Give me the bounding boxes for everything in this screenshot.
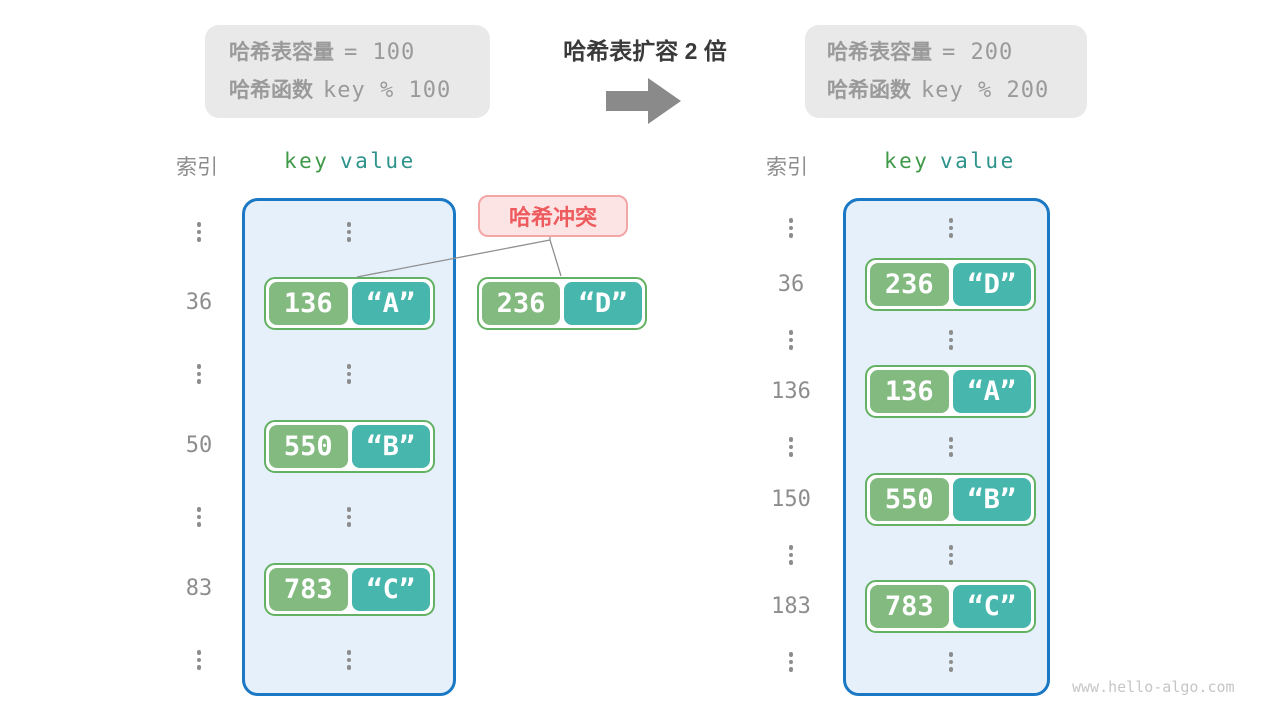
hash-label: 哈希函数: [229, 79, 313, 102]
hash-line: 哈希函数 key % 100: [229, 72, 490, 110]
value-box: “A”: [952, 370, 1031, 413]
ellipsis: [788, 437, 794, 457]
capacity-label: 哈希表容量: [827, 41, 932, 64]
ellipsis: [948, 218, 954, 238]
key-box: 236: [870, 263, 949, 306]
ellipsis: [948, 437, 954, 457]
capacity-line: 哈希表容量 = 100: [229, 34, 490, 72]
key-box: 550: [269, 425, 348, 468]
kv-pair: 783 “C”: [264, 563, 435, 616]
kv-pair: 550 “B”: [865, 473, 1036, 526]
value-box: “A”: [351, 282, 430, 325]
value-box: “C”: [351, 568, 430, 611]
config-box-after: 哈希表容量 = 200 哈希函数 key % 200: [805, 25, 1087, 118]
key-box: 783: [269, 568, 348, 611]
ellipsis: [346, 507, 352, 527]
index-label: 136: [771, 379, 811, 404]
index-label: 183: [771, 594, 811, 619]
kv-pair: 550 “B”: [264, 420, 435, 473]
kv-pair: 783 “C”: [865, 580, 1036, 633]
key-box: 136: [269, 282, 348, 325]
key-box: 236: [482, 282, 560, 325]
capacity-line: 哈希表容量 = 200: [827, 34, 1087, 72]
ellipsis: [948, 330, 954, 350]
key-box: 136: [870, 370, 949, 413]
config-box-before: 哈希表容量 = 100 哈希函数 key % 100: [205, 25, 490, 118]
right-arrow-icon: [606, 78, 681, 124]
watermark: www.hello-algo.com: [1072, 678, 1235, 696]
ellipsis: [948, 545, 954, 565]
value-box: “B”: [351, 425, 430, 468]
index-header-after: 索引: [766, 156, 808, 179]
ellipsis: [948, 652, 954, 672]
key-box: 783: [870, 585, 949, 628]
hash-value: key % 200: [921, 78, 1050, 103]
ellipsis: [788, 330, 794, 350]
hash-value: key % 100: [323, 78, 452, 103]
capacity-label: 哈希表容量: [229, 41, 334, 64]
ellipsis: [788, 545, 794, 565]
kv-pair: 136 “A”: [865, 365, 1036, 418]
key-box: 550: [870, 478, 949, 521]
index-label: 150: [771, 487, 811, 512]
ellipsis: [346, 650, 352, 670]
value-header-after: value: [940, 149, 1016, 173]
hash-line: 哈希函数 key % 200: [827, 72, 1087, 110]
value-box: “D”: [564, 282, 642, 325]
index-label: 83: [185, 576, 213, 601]
ellipsis: [788, 652, 794, 672]
ellipsis: [196, 507, 202, 527]
hash-label: 哈希函数: [827, 79, 911, 102]
diagram-title: 哈希表扩容 2 倍: [563, 38, 727, 64]
collision-label: 哈希冲突: [478, 195, 628, 237]
index-label: 50: [185, 433, 213, 458]
value-box: “B”: [952, 478, 1031, 521]
index-label: 36: [777, 272, 805, 297]
ellipsis: [196, 650, 202, 670]
value-header-before: value: [340, 149, 416, 173]
index-label: 36: [185, 290, 213, 315]
value-box: “C”: [952, 585, 1031, 628]
kv-pair-collision: 236 “D”: [477, 277, 647, 330]
key-header-before: key: [284, 149, 330, 173]
ellipsis: [196, 222, 202, 242]
value-box: “D”: [952, 263, 1031, 306]
ellipsis: [788, 218, 794, 238]
key-header-after: key: [884, 149, 930, 173]
capacity-value: = 100: [344, 40, 416, 65]
index-header-before: 索引: [176, 156, 218, 179]
ellipsis: [196, 364, 202, 384]
kv-pair: 236 “D”: [865, 258, 1036, 311]
ellipsis: [346, 222, 352, 242]
capacity-value: = 200: [942, 40, 1014, 65]
kv-pair: 136 “A”: [264, 277, 435, 330]
ellipsis: [346, 364, 352, 384]
